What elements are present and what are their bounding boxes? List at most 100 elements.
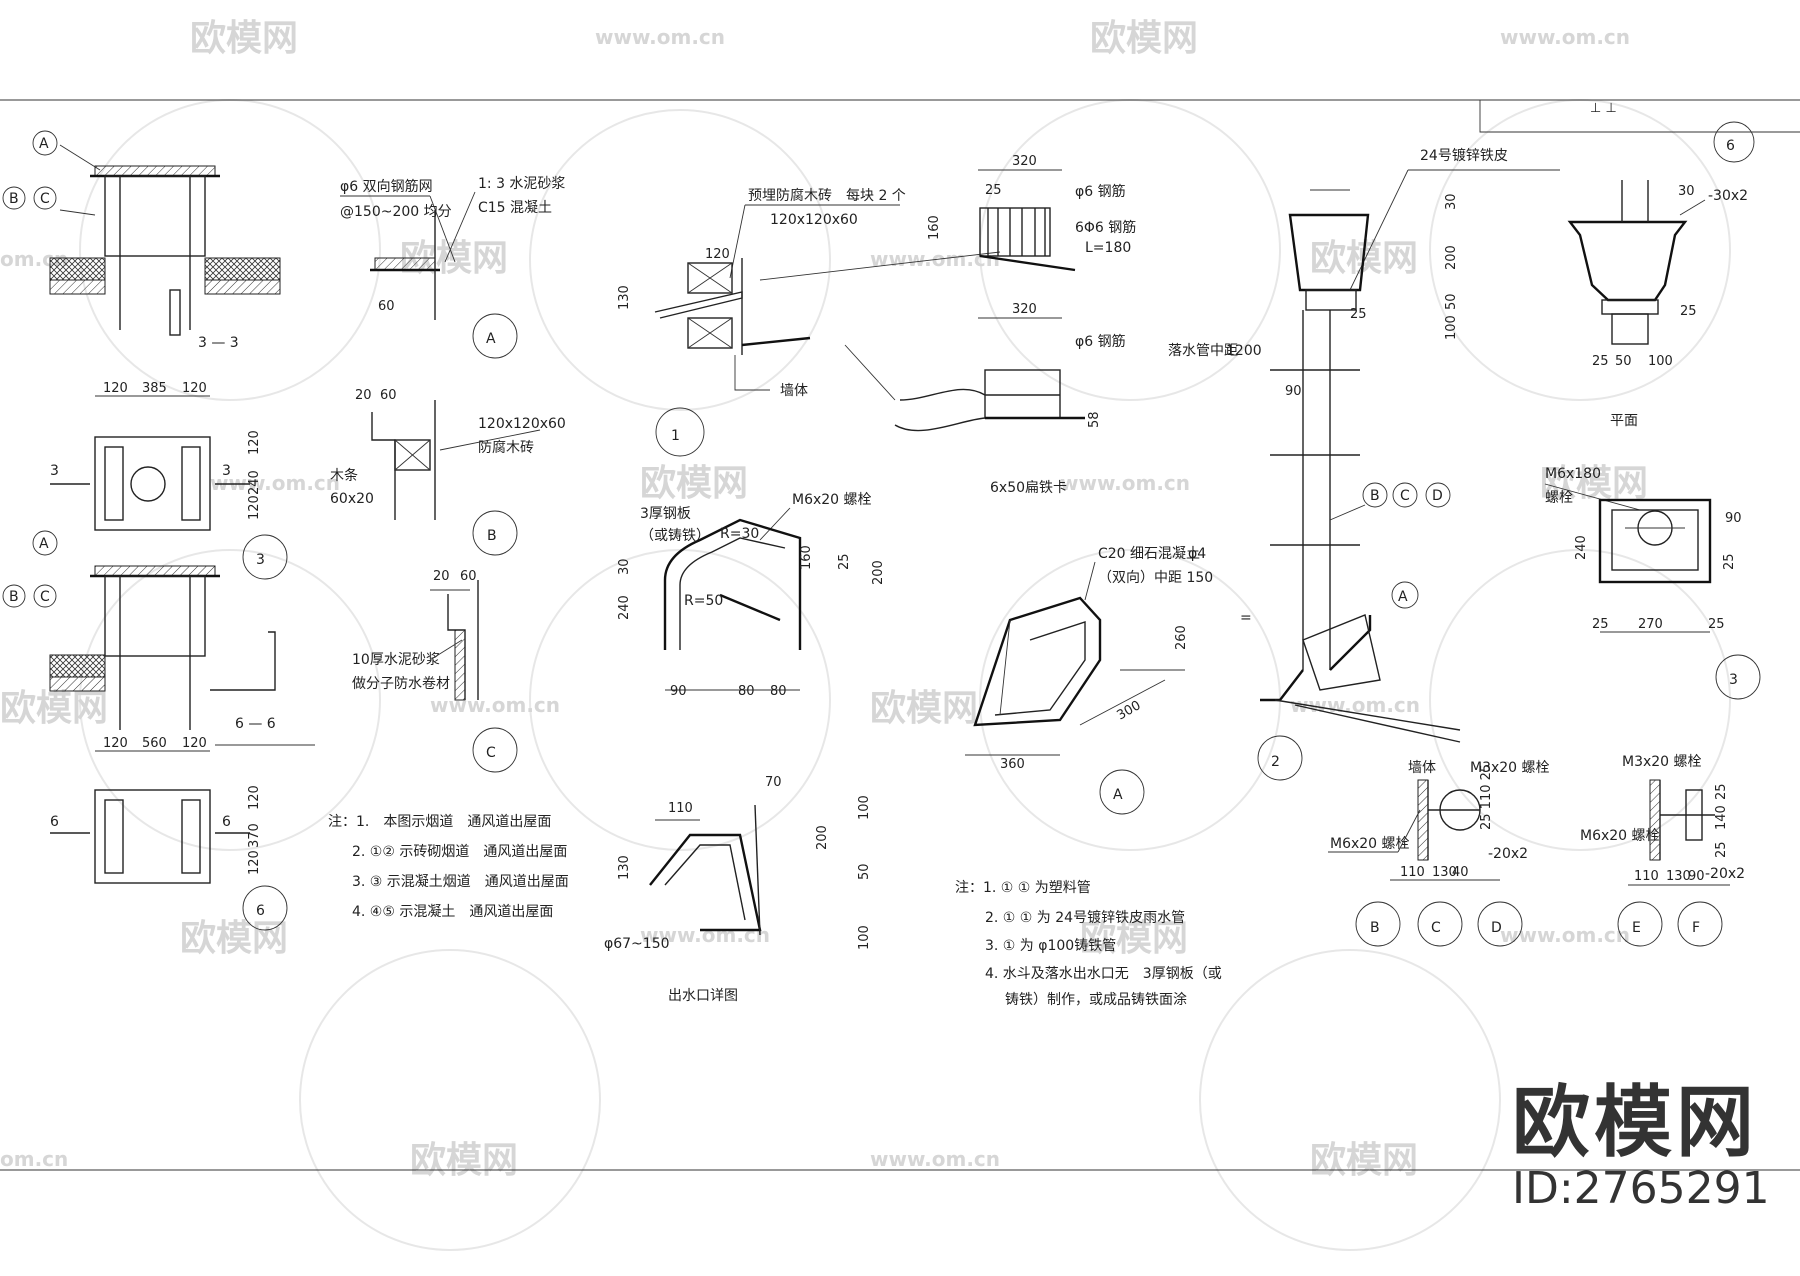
svg-text:B: B [1370,920,1380,936]
concrete-scupper-a: C20 细石混凝土 φ4 （双向）中距 150 260 300 360 A [965,546,1213,815]
svg-text:360: 360 [1000,757,1025,772]
svg-text:6: 6 [1726,138,1735,154]
watermark-url: www.om.cn [640,923,770,947]
svg-text:R=30: R=30 [720,526,759,542]
svg-text:A: A [39,536,49,552]
svg-text:100: 100 [1444,315,1459,340]
svg-text:D: D [1432,488,1443,504]
svg-text:25: 25 [1592,617,1609,632]
svg-text:120: 120 [247,495,262,520]
circle-markers-left: A B C A B C [2,130,58,608]
hopper-plan-3: M6x180 螺栓 240 90 25 25 270 25 3 [1544,466,1761,700]
svg-text:24号镀锌铁皮: 24号镀锌铁皮 [1420,147,1508,164]
svg-text:120x120x60: 120x120x60 [478,416,566,432]
svg-text:螺栓: 螺栓 [1545,490,1573,506]
svg-text:110: 110 [1400,865,1425,880]
plan-6: 120 560 120 6 6 120 370 120 6 [50,736,288,931]
svg-text:D: D [1491,920,1502,936]
watermark-circles [79,99,1731,1251]
svg-text:90: 90 [670,684,687,699]
detail-1: 预埋防腐木砖 每块 2 个 120x120x60 120 130 墙体 1 [617,187,1001,457]
svg-text:M3x20 螺栓: M3x20 螺栓 [1470,760,1550,776]
svg-text:6: 6 [222,814,231,830]
watermark-brand: 欧模网 [180,918,288,959]
sheet-frame: ⊥ ⊥ [0,99,1800,1171]
svg-text:120: 120 [182,381,207,396]
model-id: ID:2765291 [1512,1163,1770,1214]
section-3-3: 3 — 3 [49,144,281,351]
svg-text:C: C [1431,920,1441,936]
svg-text:30: 30 [617,558,632,575]
svg-text:B: B [1370,488,1380,504]
svg-text:120: 120 [103,381,128,396]
svg-text:φ67~150: φ67~150 [604,936,670,952]
svg-text:M6x180: M6x180 [1545,466,1601,482]
watermark-url: www.om.cn [1500,25,1630,49]
svg-text:C: C [40,589,50,605]
watermark-url: www.om.cn [870,247,1000,271]
svg-text:120: 120 [247,430,262,455]
svg-text:木条: 木条 [330,467,358,484]
detail-c: 20 60 10厚水泥砂浆 做分子防水卷材 C [352,569,518,773]
svg-text:25: 25 [1708,617,1725,632]
watermark-brand: 欧模网 [1310,1140,1418,1181]
svg-text:B: B [487,528,497,544]
svg-text:120: 120 [705,247,730,262]
svg-text:320: 320 [1012,154,1037,169]
svg-text:25 110 25: 25 110 25 [1479,764,1494,830]
svg-text:30: 30 [1678,184,1695,199]
svg-text:100: 100 [857,795,872,820]
svg-text:-20x2: -20x2 [1705,866,1745,882]
svg-text:2. ① ① 为 24号镀锌铁皮雨水管: 2. ① ① 为 24号镀锌铁皮雨水管 [985,909,1185,926]
svg-text:20: 20 [433,569,450,584]
plan-3: 120 385 120 3 3 120 240 120 3 [50,381,288,580]
svg-text:80: 80 [738,684,755,699]
svg-text:墙体: 墙体 [1408,760,1436,776]
svg-text:58: 58 [1087,411,1102,428]
svg-text:φ4: φ4 [1188,546,1206,562]
svg-text:100: 100 [857,925,872,950]
watermark-brand: 欧模网 [870,688,978,729]
svg-text:6x50扁铁卡: 6x50扁铁卡 [990,480,1067,496]
svg-text:25: 25 [1722,553,1737,570]
svg-text:3: 3 [222,463,231,479]
svg-text:80: 80 [770,684,787,699]
svg-text:预埋防腐木砖 每块 2 个: 预埋防腐木砖 每块 2 个 [748,187,906,204]
svg-text:160: 160 [927,215,942,240]
svg-text:50: 50 [1615,354,1632,369]
svg-text:300: 300 [1115,698,1144,723]
svg-text:M6x20 螺栓: M6x20 螺栓 [792,492,872,508]
svg-text:6: 6 [256,903,265,919]
svg-text:120: 120 [103,736,128,751]
notes-left: 注：1. 本图示烟道 通风道出屋面 2. ①② 示砖砌烟道 通风道出屋面 3. … [328,814,569,920]
svg-text:注：1. 本图示烟道 通风道出屋面: 注：1. 本图示烟道 通风道出屋面 [328,814,551,830]
svg-text:F: F [1692,920,1700,936]
svg-text:2. ①② 示砖砌烟道 通风道出屋面: 2. ①② 示砖砌烟道 通风道出屋面 [352,844,567,860]
svg-text:A: A [486,331,496,347]
svg-text:3. ① 为 φ100铸铁管: 3. ① 为 φ100铸铁管 [985,938,1116,954]
svg-text:200: 200 [1444,245,1459,270]
svg-text:130: 130 [617,285,632,310]
svg-text:25: 25 [1680,304,1697,319]
svg-text:120: 120 [247,850,262,875]
svg-text:70: 70 [765,775,782,790]
svg-text:3: 3 [50,463,59,479]
watermark-brand: 欧模网 [640,463,748,504]
downspout-elevation: 24号镀锌铁皮 30 200 50 100 25 落水管中距 1200 90 =… [1168,147,1560,781]
notes-middle: 注：1. ① ① 为塑料管 2. ① ① 为 24号镀锌铁皮雨水管 3. ① 为… [955,880,1222,1008]
hopper-detail: 6 30 -30x2 25 25 50 100 平面 [1567,121,1755,429]
gutter-profile: 3厚钢板 （或铸铁） M6x20 螺栓 R=30 R=50 240 30 160… [617,492,886,699]
svg-text:60: 60 [380,388,397,403]
watermark-url: www.om.cn [595,25,725,49]
svg-text:50: 50 [857,863,872,880]
svg-text:6Φ6 钢筋: 6Φ6 钢筋 [1075,219,1136,236]
svg-text:25: 25 [985,183,1002,198]
svg-text:M6x20 螺栓: M6x20 螺栓 [1580,828,1660,844]
svg-text:2: 2 [1271,754,1280,770]
svg-text:130: 130 [617,855,632,880]
svg-text:φ6 钢筋: φ6 钢筋 [1075,183,1126,200]
flat-iron-clip: 320 25 φ6 钢筋 6Φ6 钢筋 L=180 160 320 φ6 钢筋 … [844,154,1136,496]
svg-text:E: E [1632,920,1641,936]
